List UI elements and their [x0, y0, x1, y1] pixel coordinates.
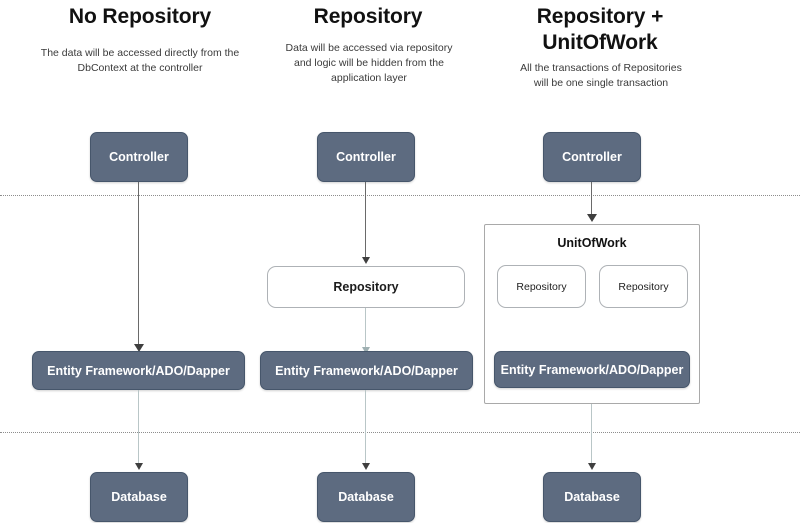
connector-dataaccess-to-database-col2: [365, 390, 366, 468]
node-controller-col3[interactable]: Controller: [543, 132, 641, 182]
node-data-access-col1[interactable]: Entity Framework/ADO/Dapper: [32, 351, 245, 390]
arrowhead-unitofwork-col3: [587, 214, 597, 222]
layer-divider-presentation: [0, 195, 800, 196]
column-subtitle-repository: Data will be accessed via repository and…: [285, 42, 453, 84]
node-repository-left-col3[interactable]: Repository: [497, 265, 586, 308]
arrowhead-dataaccess-col1: [134, 344, 144, 352]
connector-repository-to-dataaccess-col2: [365, 308, 366, 352]
node-database-col3[interactable]: Database: [543, 472, 641, 522]
node-data-access-col3[interactable]: Entity Framework/ADO/Dapper: [494, 351, 690, 388]
node-database-col1[interactable]: Database: [90, 472, 188, 522]
node-repository-col2[interactable]: Repository: [267, 266, 465, 308]
connector-controller-to-dataaccess-col1: [138, 182, 139, 348]
connector-unitofwork-to-database-col3: [591, 404, 592, 468]
connector-controller-to-unitofwork-col3: [591, 182, 592, 218]
node-controller-col2[interactable]: Controller: [317, 132, 415, 182]
connector-controller-to-repository-col2: [365, 182, 366, 262]
node-database-col2[interactable]: Database: [317, 472, 415, 522]
node-controller-col1[interactable]: Controller: [90, 132, 188, 182]
unitofwork-label: UnitOfWork: [557, 236, 627, 250]
column-title-repository: Repository: [313, 5, 423, 28]
arrowhead-dataaccess-col2: [362, 347, 370, 354]
connector-dataaccess-to-database-col1: [138, 390, 139, 468]
column-title-repository-unitofwork: Repository + UnitOfWork: [536, 5, 664, 54]
arrowhead-database-col3: [588, 463, 596, 470]
arrowhead-database-col1: [135, 463, 143, 470]
layer-divider-persistence: [0, 432, 800, 433]
arrowhead-repository-col2: [362, 257, 370, 264]
column-subtitle-no-repository: The data will be accessed directly from …: [40, 47, 240, 74]
column-title-no-repository: No Repository: [68, 5, 212, 28]
node-data-access-col2[interactable]: Entity Framework/ADO/Dapper: [260, 351, 473, 390]
column-subtitle-repository-unitofwork: All the transactions of Repositories wil…: [520, 62, 682, 89]
arrowhead-database-col2: [362, 463, 370, 470]
node-repository-right-col3[interactable]: Repository: [599, 265, 688, 308]
